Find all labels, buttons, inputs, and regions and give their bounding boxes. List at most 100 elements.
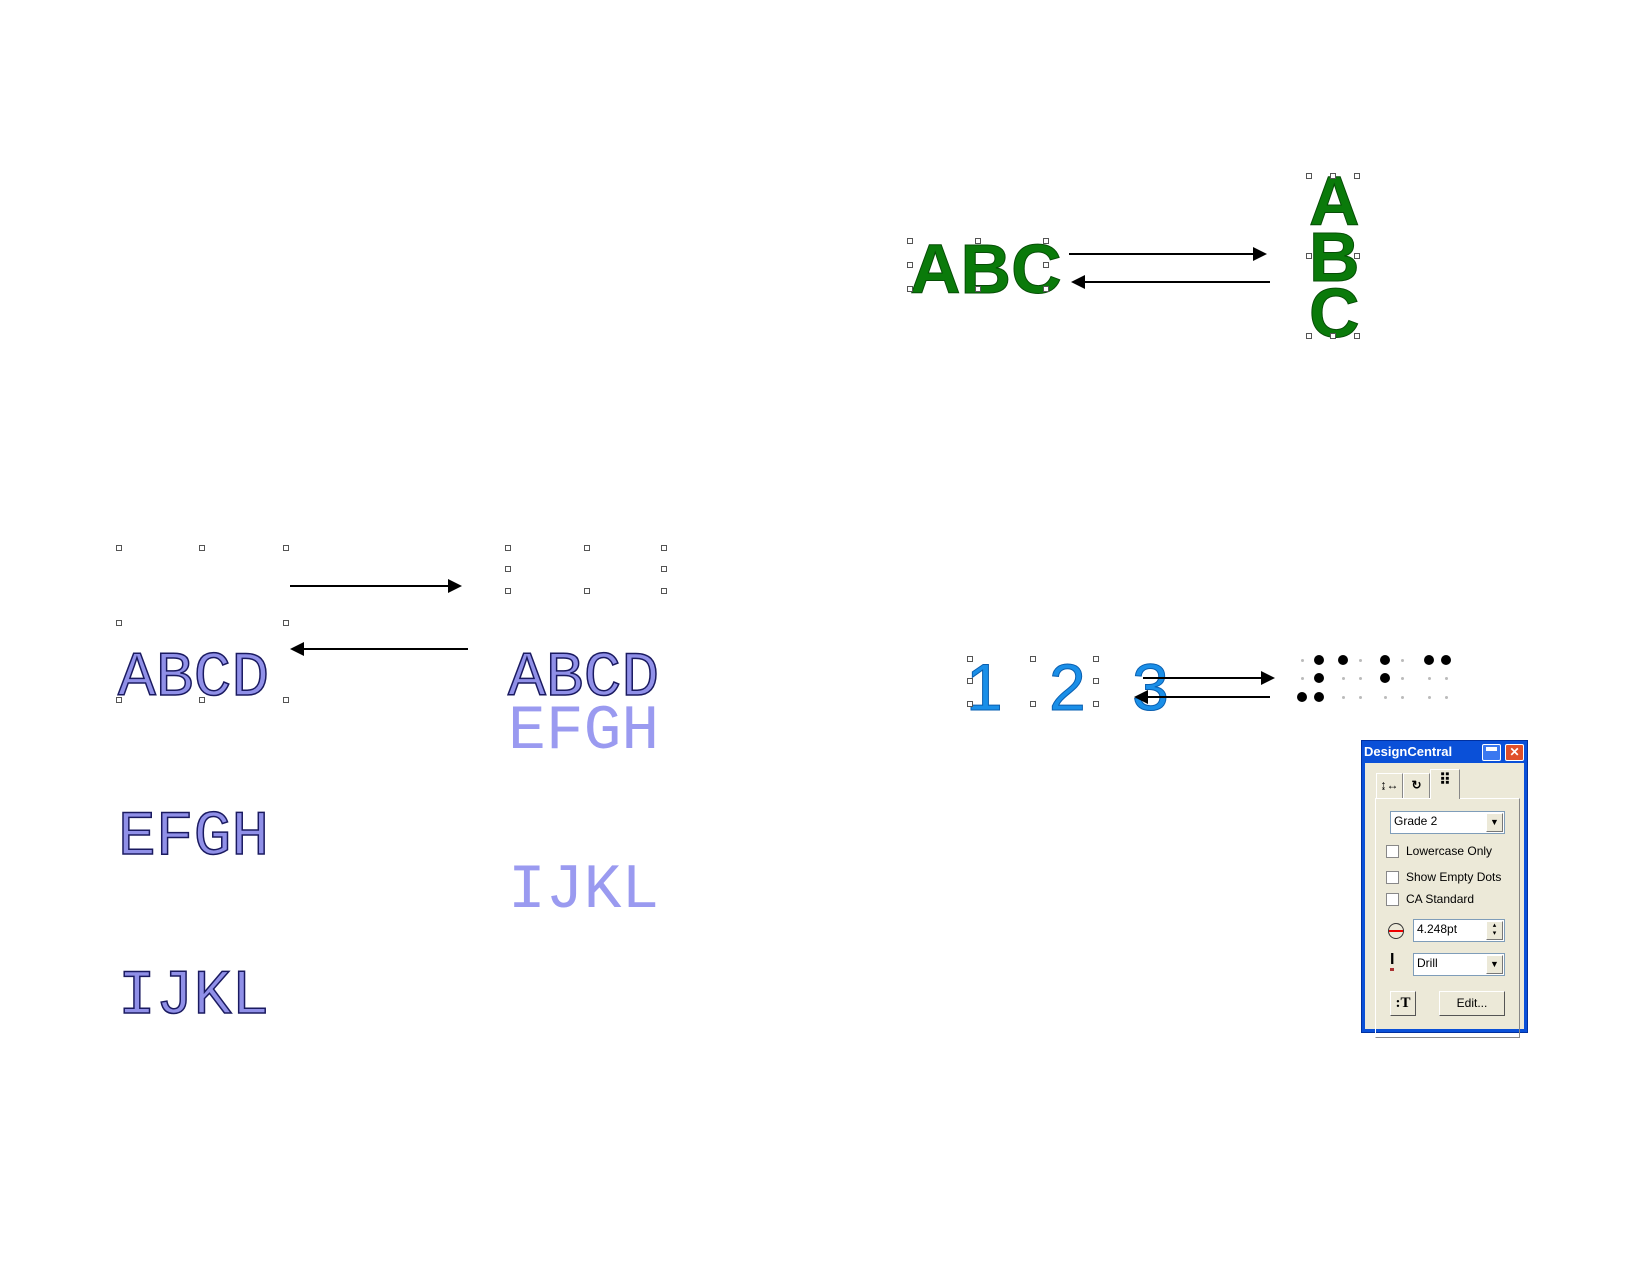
braille-empty-dot — [1427, 695, 1431, 699]
selection-handle[interactable] — [975, 286, 981, 292]
selection-handle[interactable] — [199, 545, 205, 551]
braille-empty-dot — [1300, 676, 1304, 680]
tab-rotate[interactable]: ↻ — [1403, 773, 1430, 798]
selection-handle[interactable] — [584, 545, 590, 551]
selection-handle[interactable] — [1354, 333, 1360, 339]
braille-empty-dot — [1444, 676, 1448, 680]
selection-handle[interactable] — [907, 286, 913, 292]
text-line: EFGH — [508, 696, 660, 767]
selection-handle[interactable] — [1354, 173, 1360, 179]
grade-select-value: Grade 2 — [1394, 814, 1438, 828]
braille-empty-dot — [1358, 676, 1362, 680]
braille-icon: ⠿ — [1439, 772, 1451, 789]
selection-handle[interactable] — [661, 566, 667, 572]
checkbox[interactable] — [1386, 893, 1399, 907]
numbers-text[interactable]: 1 2 3 — [966, 650, 1183, 724]
text-line: EFGH — [117, 802, 270, 873]
braille-dot — [1380, 673, 1390, 683]
braille-dot — [1314, 673, 1324, 683]
tab-panel: Grade 2 ▼ Lowercase Only Show Empty Dots… — [1375, 798, 1520, 1038]
selection-handle[interactable] — [1030, 656, 1036, 662]
selection-handle[interactable] — [1043, 262, 1049, 268]
selection-handle[interactable] — [1306, 253, 1312, 259]
checkbox-ca-standard[interactable]: CA Standard — [1386, 892, 1474, 907]
mono-text-block-first-line-outlined[interactable]: ABCD — [507, 546, 660, 758]
arrow-left — [1134, 690, 1270, 704]
selection-handle[interactable] — [283, 545, 289, 551]
minimize-button[interactable] — [1482, 744, 1501, 761]
selection-handle[interactable] — [975, 238, 981, 244]
selection-handle[interactable] — [967, 656, 973, 662]
selection-handle[interactable] — [1030, 701, 1036, 707]
tool-icon: I — [1390, 952, 1395, 971]
arrow-left — [290, 642, 468, 656]
selection-handle[interactable] — [1043, 286, 1049, 292]
panel-title-bar[interactable]: DesignCentral ✕ — [1362, 741, 1527, 763]
selection-handle[interactable] — [116, 545, 122, 551]
checkbox-lowercase-only[interactable]: Lowercase Only — [1386, 844, 1492, 859]
selection-handle[interactable] — [1306, 173, 1312, 179]
selection-handle[interactable] — [1043, 238, 1049, 244]
arrow-right — [1069, 247, 1267, 261]
chevron-down-icon[interactable]: ▼ — [1486, 955, 1503, 974]
tool-select[interactable]: Drill ▼ — [1413, 953, 1505, 976]
panel-body: Grade 2 ▼ Lowercase Only Show Empty Dots… — [1365, 763, 1524, 1038]
selection-handle[interactable] — [661, 545, 667, 551]
text-line: IJKL — [117, 961, 270, 1032]
selection-handle[interactable] — [505, 545, 511, 551]
selection-handle[interactable] — [661, 588, 667, 594]
dot-diameter-icon — [1388, 923, 1404, 939]
braille-dot — [1338, 655, 1348, 665]
braille-empty-dot — [1444, 695, 1448, 699]
selection-handle[interactable] — [1330, 173, 1336, 179]
braille-dot — [1441, 655, 1451, 665]
green-text-vertical[interactable]: A B C — [1309, 166, 1361, 349]
selection-handle[interactable] — [283, 620, 289, 626]
mono-text-block-outlined[interactable]: ABCD EFGH IJKL — [117, 546, 270, 1076]
letter: B — [1309, 218, 1361, 296]
spinner[interactable]: ▴▾ — [1486, 921, 1503, 940]
selection-handle[interactable] — [1354, 253, 1360, 259]
checkbox-show-empty-dots[interactable]: Show Empty Dots — [1386, 870, 1501, 885]
close-icon: ✕ — [1509, 745, 1520, 759]
grade-select[interactable]: Grade 2 ▼ — [1390, 811, 1505, 834]
braille-empty-dot — [1341, 676, 1345, 680]
close-button[interactable]: ✕ — [1505, 744, 1524, 761]
tab-spacing[interactable]: ↨↔ — [1376, 773, 1403, 798]
braille-dot — [1424, 655, 1434, 665]
convert-icon: :T — [1395, 995, 1411, 1011]
braille-dot — [1314, 655, 1324, 665]
checkbox[interactable] — [1386, 871, 1399, 885]
selection-handle[interactable] — [1306, 333, 1312, 339]
mono-text-block-unselected[interactable]: EFGH IJKL — [508, 599, 659, 970]
selection-handle[interactable] — [1093, 656, 1099, 662]
selection-handle[interactable] — [967, 701, 973, 707]
braille-dot — [1314, 692, 1324, 702]
selection-handle[interactable] — [584, 588, 590, 594]
selection-handle[interactable] — [283, 697, 289, 703]
selection-handle[interactable] — [907, 238, 913, 244]
braille-empty-dot — [1358, 695, 1362, 699]
text-line: ABCD — [507, 643, 660, 714]
selection-handle[interactable] — [505, 588, 511, 594]
selection-handle[interactable] — [116, 620, 122, 626]
selection-handle[interactable] — [1330, 333, 1336, 339]
selection-handle[interactable] — [907, 262, 913, 268]
selection-handle[interactable] — [505, 566, 511, 572]
designcentral-panel: DesignCentral ✕ Grade 2 ▼ Lowercase Only… — [1361, 740, 1528, 1038]
checkbox[interactable] — [1386, 845, 1399, 859]
braille-empty-dot — [1400, 695, 1404, 699]
green-text-horizontal[interactable]: ABC — [910, 230, 1063, 308]
selection-handle[interactable] — [967, 678, 973, 684]
edit-button[interactable]: Edit... — [1439, 991, 1505, 1016]
selection-handle[interactable] — [199, 697, 205, 703]
tool-select-value: Drill — [1417, 956, 1438, 970]
minimize-icon — [1486, 747, 1497, 751]
convert-to-braille-button[interactable]: :T — [1390, 991, 1416, 1016]
selection-handle[interactable] — [1093, 701, 1099, 707]
selection-handle[interactable] — [1093, 678, 1099, 684]
tab-braille[interactable]: ⠿ — [1430, 769, 1460, 799]
chevron-down-icon[interactable]: ▼ — [1486, 813, 1503, 832]
dot-size-input[interactable]: 4.248pt ▴▾ — [1413, 919, 1505, 942]
selection-handle[interactable] — [116, 697, 122, 703]
